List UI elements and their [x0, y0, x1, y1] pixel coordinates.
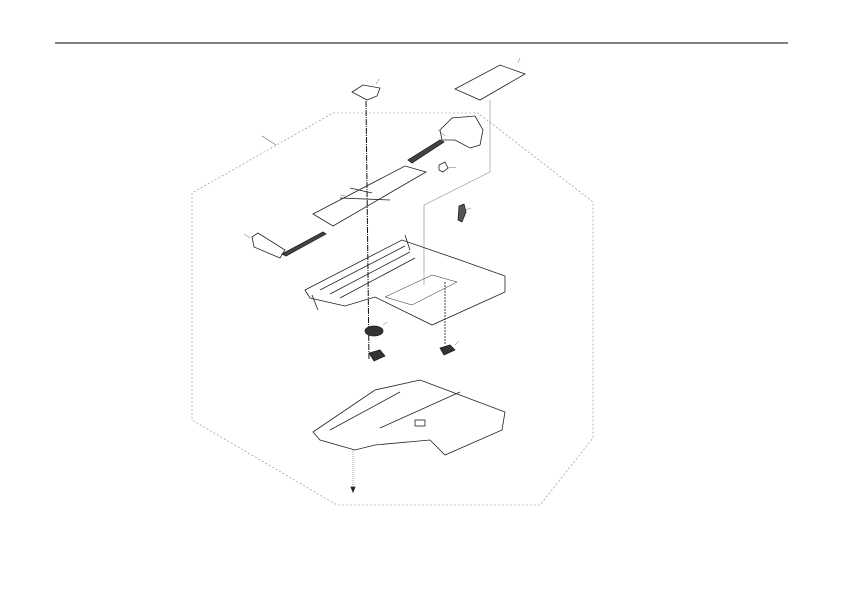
- spring-lever: [457, 203, 472, 223]
- label-large: [454, 57, 526, 101]
- assembly-axis-right: [423, 100, 491, 285]
- tray-extension: [312, 165, 428, 227]
- right-paper-guide: [407, 115, 484, 164]
- assembly-leader: [261, 135, 277, 146]
- label-small: [351, 78, 381, 101]
- right-foot: [439, 340, 460, 356]
- upper-tray: [304, 234, 506, 326]
- small-clip: [438, 161, 457, 173]
- screw: [350, 450, 356, 494]
- left-paper-guide: [243, 231, 327, 259]
- assembly-outline: [191, 112, 594, 506]
- tray-base: [312, 379, 506, 456]
- assembly-axis-left: [365, 100, 370, 361]
- gear: [364, 321, 388, 337]
- left-foot: [368, 349, 386, 362]
